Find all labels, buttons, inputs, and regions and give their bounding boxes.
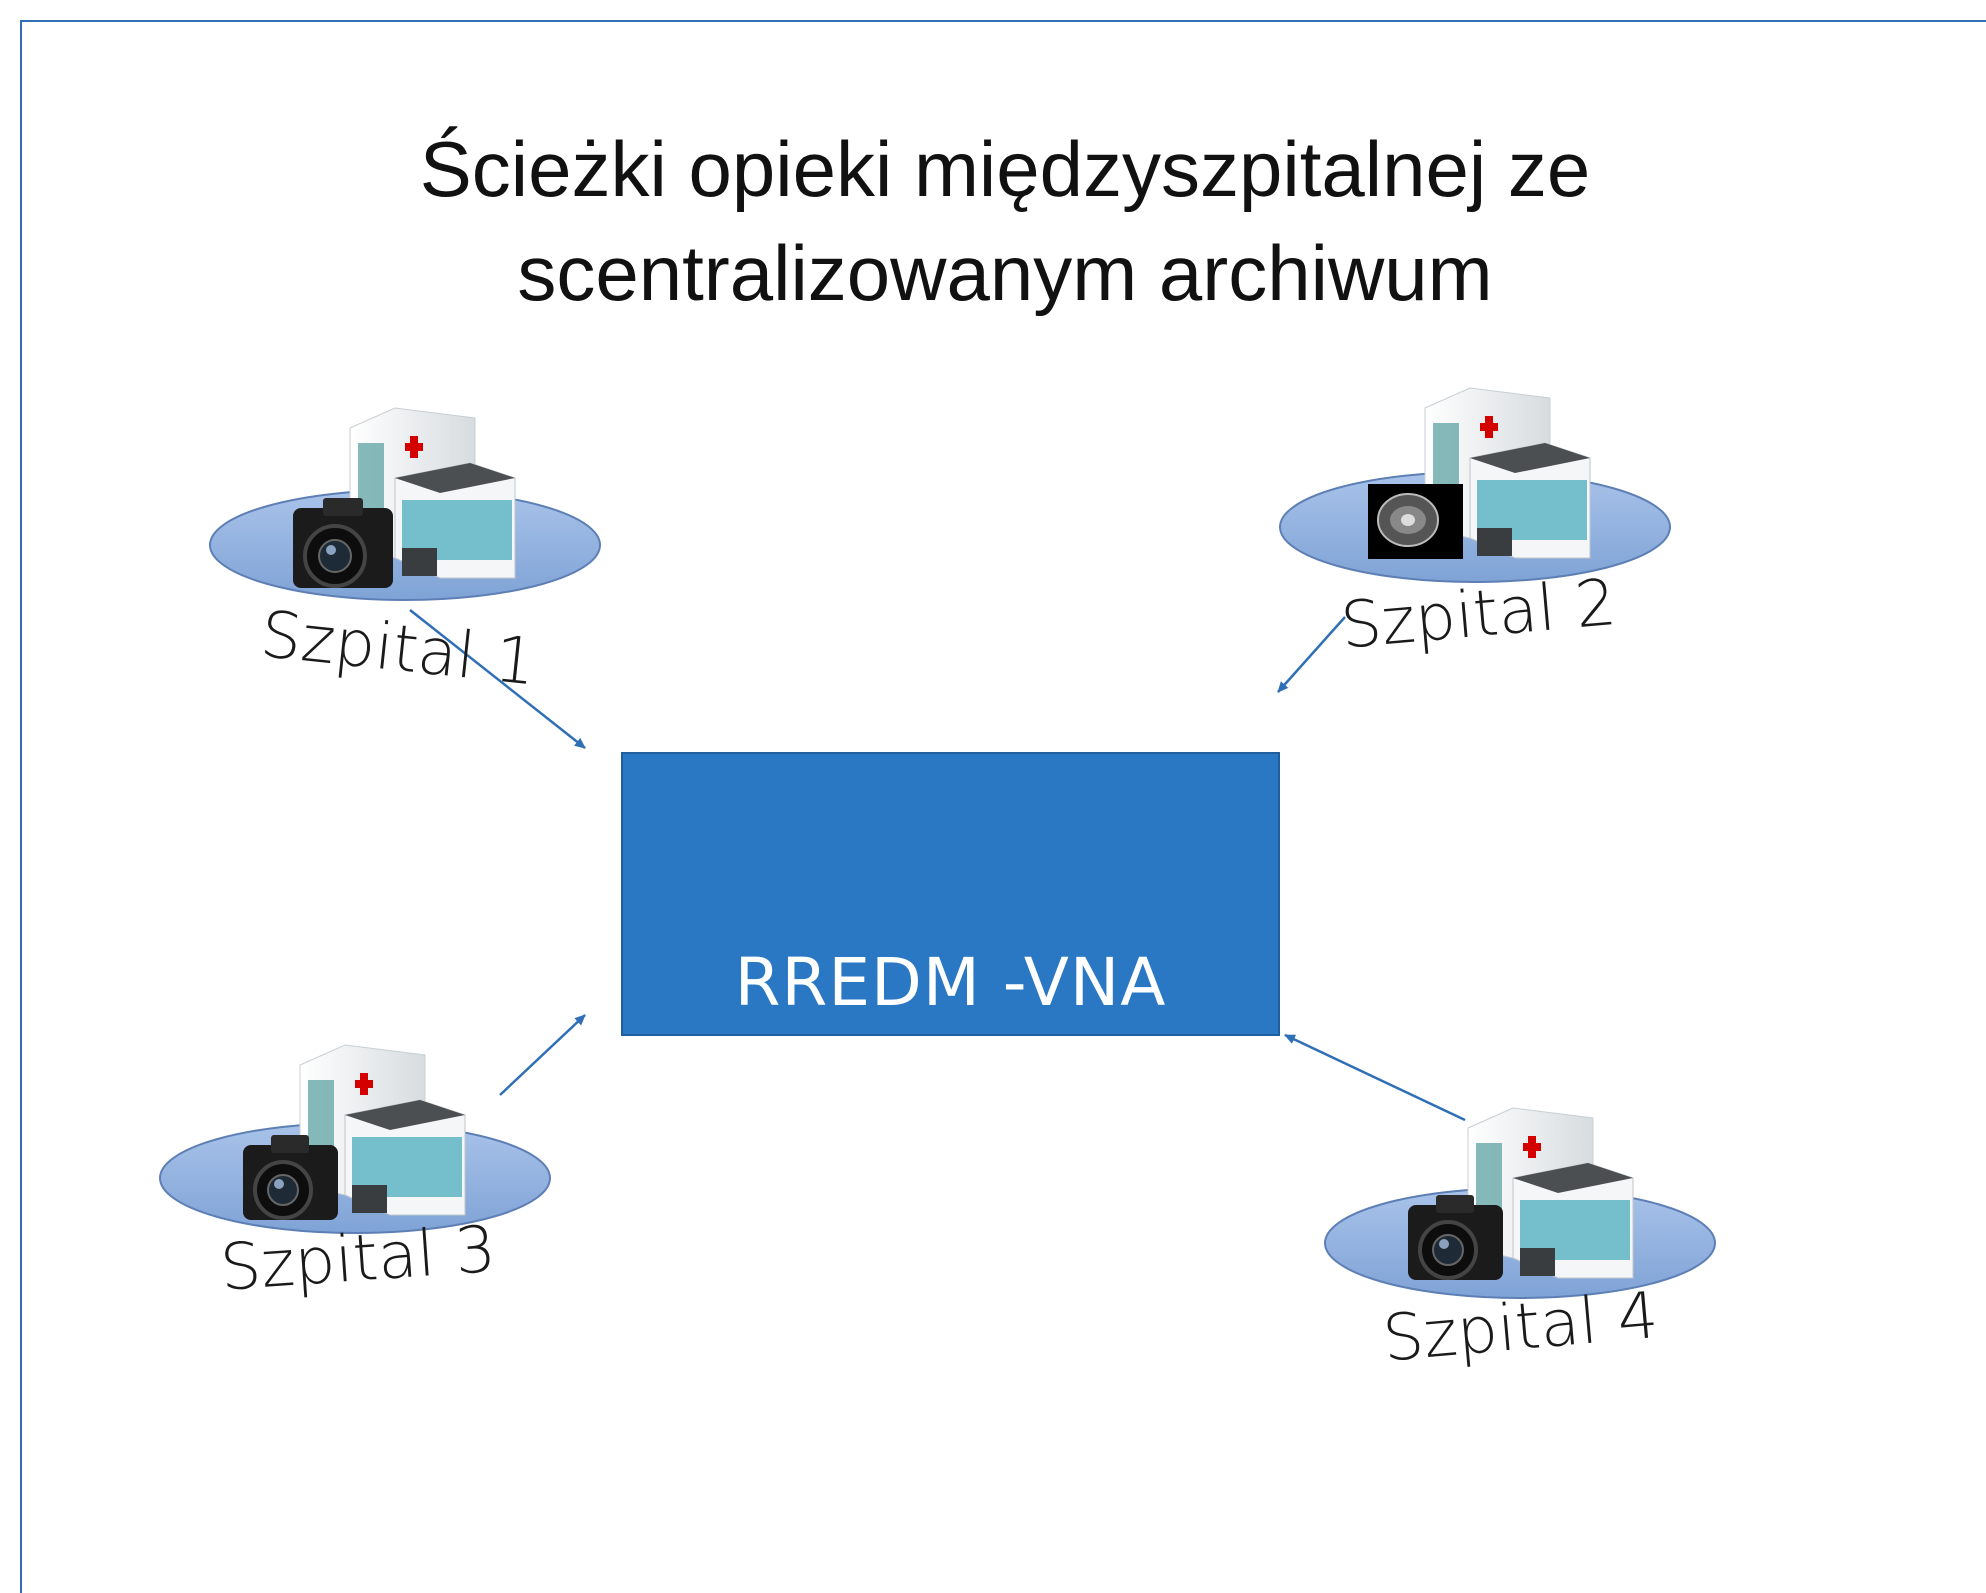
arrow-szpital-4 (1284, 1033, 1466, 1122)
slide-frame: Ścieżki opieki międzyszpitalnej ze scent… (20, 20, 1986, 1593)
title-line-2: scentralizowanym archiwum (517, 229, 1493, 317)
mri-scan-icon (1368, 484, 1463, 559)
camera-icon (243, 1135, 338, 1220)
central-archive-label: RREDM -VNA (734, 944, 1167, 1021)
arrow-szpital-3 (499, 1014, 586, 1096)
central-archive-box: RREDM -VNA (621, 752, 1280, 1036)
diagram-title: Ścieżki opieki międzyszpitalnej ze scent… (22, 117, 1986, 325)
arrow-szpital-1 (409, 609, 586, 749)
camera-icon (293, 498, 393, 588)
arrow-szpital-2 (1277, 616, 1346, 693)
camera-icon (1408, 1195, 1503, 1280)
title-line-1: Ścieżki opieki międzyszpitalnej ze (419, 125, 1591, 213)
hospital-building-icon (1424, 387, 1591, 559)
